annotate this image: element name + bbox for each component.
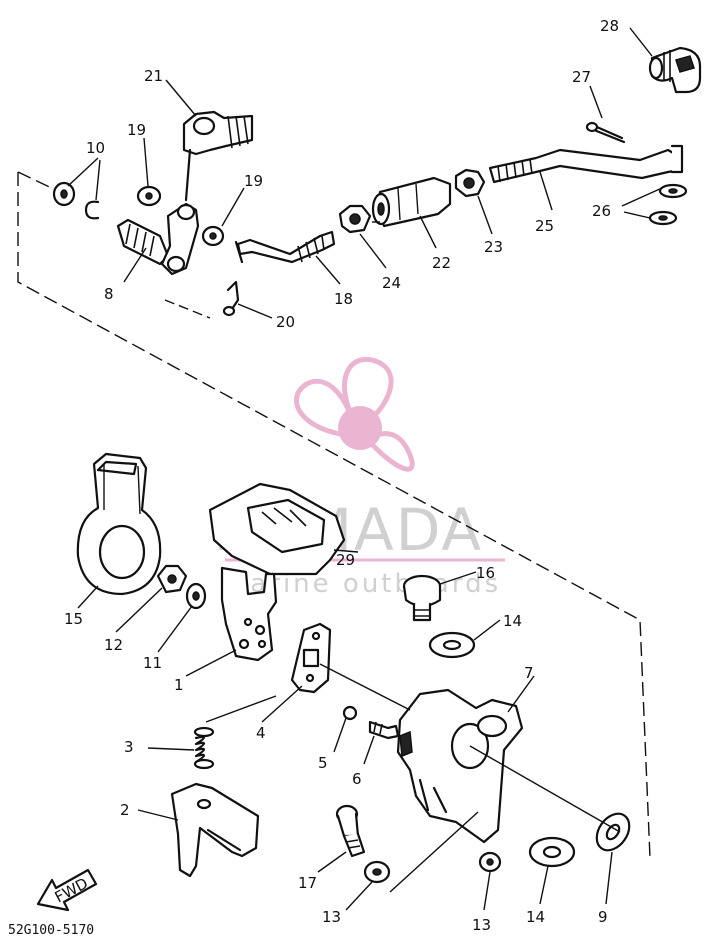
callout-19a: 19 xyxy=(127,121,146,139)
part-21-boot xyxy=(182,110,254,156)
part-14-washer-a xyxy=(428,631,476,659)
callout-10: 10 xyxy=(86,139,105,157)
assembly-lines xyxy=(205,221,621,893)
callout-27: 27 xyxy=(572,68,591,86)
callout-26: 26 xyxy=(592,202,611,220)
callout-5: 5 xyxy=(318,754,328,772)
part-19-washer-b xyxy=(201,225,225,247)
callout-22: 22 xyxy=(432,254,451,272)
callout-17: 17 xyxy=(298,874,317,892)
callout-29: 29 xyxy=(336,551,355,569)
callout-14b: 14 xyxy=(526,908,545,926)
part-11-washer xyxy=(185,582,207,610)
part-23-nut xyxy=(454,168,486,198)
propeller-logo-icon xyxy=(294,356,415,472)
callout-13a: 13 xyxy=(322,908,341,926)
part-9-washer xyxy=(595,812,631,852)
part-26-washers xyxy=(648,183,688,226)
callout-18: 18 xyxy=(334,290,353,308)
callout-7: 7 xyxy=(524,664,534,682)
callout-21: 21 xyxy=(144,67,163,85)
callout-23: 23 xyxy=(484,238,503,256)
callout-20: 20 xyxy=(276,313,295,331)
callout-19b: 19 xyxy=(244,172,263,190)
part-5-ball xyxy=(342,705,358,721)
part-20-cotter-pin xyxy=(222,280,240,317)
callout-1: 1 xyxy=(174,676,184,694)
part-1-arm xyxy=(220,566,278,662)
part-17-bolt xyxy=(335,804,366,858)
callout-labels: 28 27 25 26 23 22 24 18 20 21 19 10 19 8… xyxy=(64,17,619,934)
part-15-bracket xyxy=(76,452,162,596)
callout-11: 11 xyxy=(143,654,162,672)
assembly-boundary xyxy=(17,171,651,859)
callout-24: 24 xyxy=(382,274,401,292)
callout-13b: 13 xyxy=(472,916,491,934)
fwd-arrow-icon: FWD xyxy=(36,868,98,912)
part-10-washer xyxy=(52,181,76,207)
callout-6: 6 xyxy=(352,770,362,788)
part-29-cover xyxy=(208,482,346,576)
callout-9: 9 xyxy=(598,908,608,926)
part-7-housing xyxy=(396,688,524,844)
callout-15: 15 xyxy=(64,610,83,628)
callout-4: 4 xyxy=(256,724,266,742)
callout-14a: 14 xyxy=(503,612,522,630)
callout-8: 8 xyxy=(104,285,114,303)
callout-16: 16 xyxy=(476,564,495,582)
callout-12: 12 xyxy=(104,636,123,654)
callout-leaders xyxy=(67,27,663,911)
callout-2: 2 xyxy=(120,801,130,819)
part-22-joint xyxy=(371,176,452,228)
part-27-cotter-pin xyxy=(585,121,626,144)
part-16-bolt xyxy=(402,574,442,622)
diagram-code: 52G100-5170 xyxy=(8,923,94,938)
part-24-nut xyxy=(338,204,372,234)
part-13-washer-a xyxy=(363,860,391,884)
part-28-elbow xyxy=(648,46,702,94)
part-2-slide xyxy=(170,782,260,878)
part-10-clip xyxy=(84,200,100,220)
part-25-shift-rod xyxy=(488,144,684,184)
callout-3: 3 xyxy=(124,738,134,756)
part-8-shift-lever xyxy=(116,148,200,276)
part-14-washer-b xyxy=(528,836,576,868)
callout-25: 25 xyxy=(535,217,554,235)
part-6-pin xyxy=(368,720,400,740)
callout-28: 28 xyxy=(600,17,619,35)
part-19-washer-a xyxy=(136,185,162,207)
part-3-spring xyxy=(193,726,215,770)
part-12-nut xyxy=(156,564,188,594)
part-18-shift-rod xyxy=(234,230,336,264)
part-13-washer-b xyxy=(478,851,502,873)
part-4-plate xyxy=(290,622,332,694)
